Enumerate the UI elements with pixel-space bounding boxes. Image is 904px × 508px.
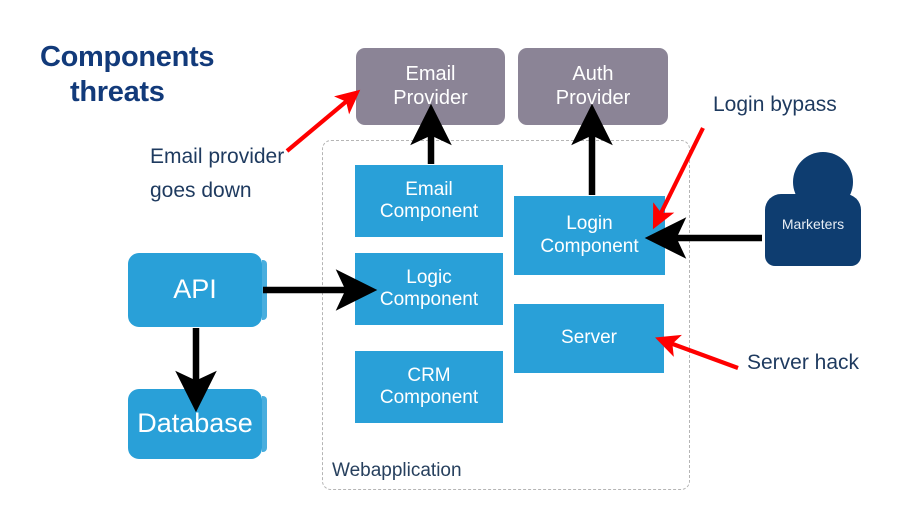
node-api-label: API [173, 274, 217, 305]
webapplication-boundary [322, 140, 690, 490]
node-crm-component-line2: Component [379, 387, 479, 408]
page-title-line2: threats [70, 76, 165, 109]
page-title: Components threats [40, 40, 340, 111]
node-crm-component-line1: CRM [407, 364, 451, 386]
node-crm-component[interactable]: CRM Component [355, 351, 503, 423]
node-email-provider[interactable]: Email Provider [356, 48, 505, 125]
node-email-component-line2: Component [379, 201, 479, 222]
node-database-label: Database [137, 408, 253, 439]
node-email-provider-line1: Email [405, 63, 456, 86]
node-email-component-line1: Email [405, 178, 453, 200]
node-server[interactable]: Server [514, 304, 664, 373]
webapplication-label: Webapplication [332, 460, 462, 481]
annotation-server-hack: Server hack [747, 351, 860, 374]
node-auth-provider[interactable]: Auth Provider [518, 48, 668, 125]
node-logic-component-line2: Component [379, 289, 479, 310]
node-email-provider-line2: Provider [393, 86, 468, 109]
node-database[interactable]: Database [128, 389, 267, 459]
node-server-line1: Server [561, 327, 617, 349]
node-logic-component-line1: Logic [406, 266, 452, 288]
actor-marketers-label: Marketers [781, 216, 845, 232]
page-title-line1: Components [40, 41, 215, 73]
annotation-email-provider-down-line1: Email provider [150, 145, 285, 168]
node-auth-provider-line2: Provider [555, 86, 631, 109]
annotation-email-provider-down-line2: goes down [150, 178, 252, 202]
node-logic-component[interactable]: Logic Component [355, 253, 503, 325]
node-login-component-line2: Component [540, 235, 639, 257]
actor-marketers[interactable]: Marketers [765, 152, 861, 268]
node-api[interactable]: API [128, 253, 267, 327]
node-email-component[interactable]: Email Component [355, 165, 503, 237]
annotation-email-provider-down: Email provider goes down [150, 140, 284, 207]
person-body-icon [765, 194, 861, 266]
node-login-component-line1: Login [566, 213, 613, 235]
node-login-component[interactable]: Login Component [514, 196, 665, 275]
annotation-login-bypass: Login bypass [713, 93, 837, 116]
node-auth-provider-line1: Auth [572, 63, 614, 86]
